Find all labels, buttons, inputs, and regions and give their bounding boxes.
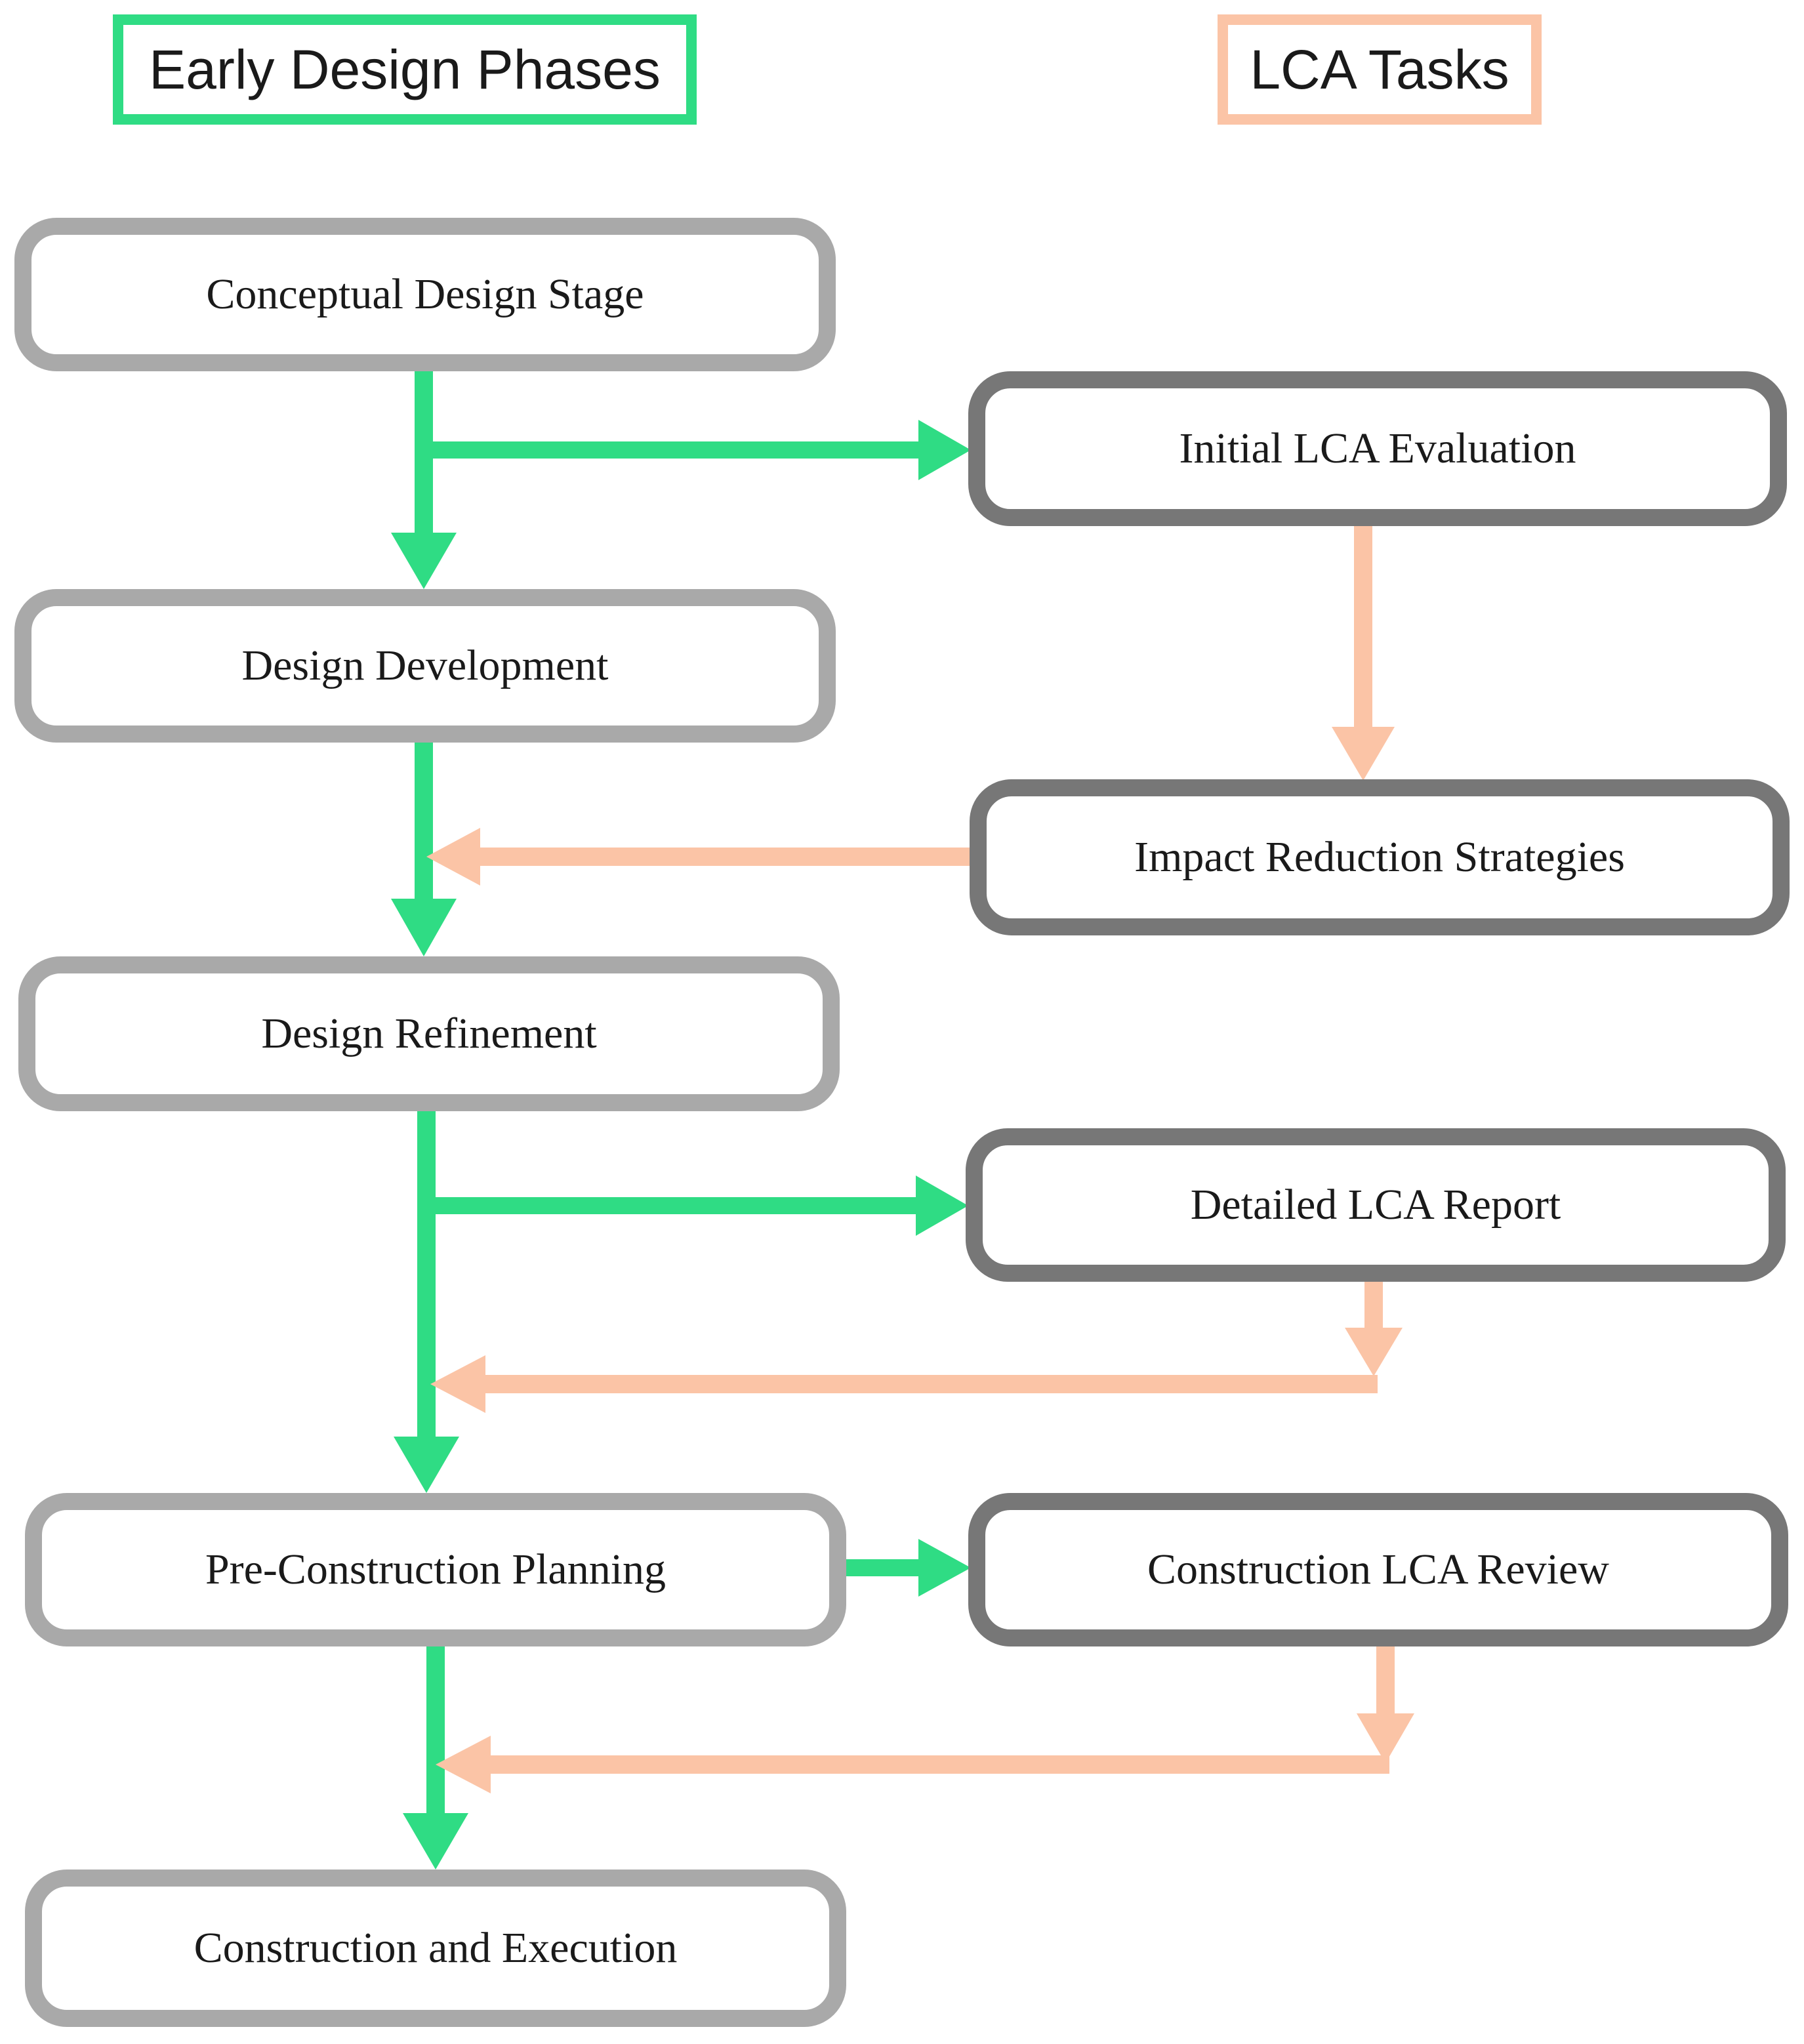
arrowhead-review-down — [1357, 1713, 1414, 1763]
task-label: Detailed LCA Report — [1190, 1181, 1561, 1229]
phase-label: Conceptual Design Stage — [206, 270, 644, 318]
arrowhead-development — [391, 533, 457, 589]
arrowhead-detailed-return — [430, 1355, 485, 1413]
arrowhead-initial-lca — [918, 420, 971, 480]
arrowhead-preconstruction — [394, 1437, 459, 1493]
legend-lca-tasks: LCA Tasks — [1218, 14, 1542, 125]
task-label: Impact Reduction Strategies — [1134, 833, 1625, 881]
phase-design-development: Design Development — [14, 589, 836, 743]
legend-phases-label: Early Design Phases — [149, 38, 661, 100]
task-label: Construction LCA Review — [1147, 1545, 1609, 1593]
phase-label: Pre-Construction Planning — [205, 1545, 666, 1593]
arrowhead-review — [918, 1539, 971, 1597]
legend-tasks-label: LCA Tasks — [1250, 38, 1509, 100]
phase-label: Design Development — [241, 642, 609, 689]
arrowhead-impact — [1332, 727, 1395, 781]
phase-pre-construction-planning: Pre-Construction Planning — [25, 1493, 846, 1646]
legend-early-design-phases: Early Design Phases — [113, 14, 697, 125]
arrowhead-impact-return — [426, 828, 480, 886]
phase-design-refinement: Design Refinement — [18, 956, 840, 1111]
arrowhead-detailed-down — [1345, 1328, 1403, 1376]
arrowhead-refinement — [391, 899, 457, 956]
arrowhead-execution — [403, 1813, 468, 1870]
phase-label: Construction and Execution — [194, 1924, 678, 1972]
arrowhead-review-return — [436, 1736, 491, 1793]
task-initial-lca-evaluation: Initial LCA Evaluation — [968, 371, 1787, 526]
task-impact-reduction-strategies: Impact Reduction Strategies — [970, 779, 1790, 935]
phase-label: Design Refinement — [261, 1010, 597, 1057]
phase-conceptual-design-stage: Conceptual Design Stage — [14, 218, 836, 371]
task-label: Initial LCA Evaluation — [1179, 424, 1576, 472]
phase-construction-and-execution: Construction and Execution — [25, 1870, 846, 2027]
task-construction-lca-review: Construction LCA Review — [968, 1493, 1788, 1646]
arrowhead-detailed-lca — [916, 1175, 968, 1236]
task-detailed-lca-report: Detailed LCA Report — [966, 1128, 1786, 1282]
